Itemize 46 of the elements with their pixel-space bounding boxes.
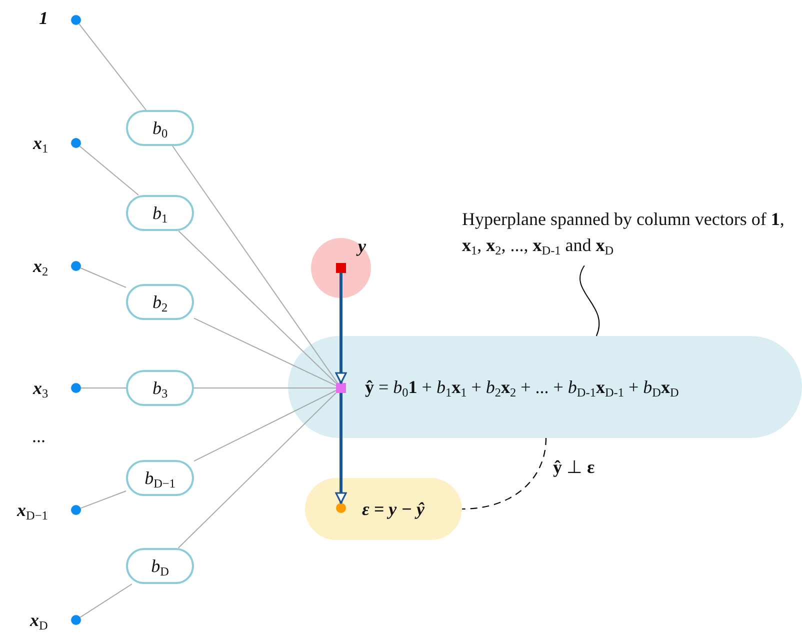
formula-text: ε = y − ŷ: [362, 498, 425, 520]
input-dot: [71, 383, 81, 393]
coefficient-pill: [126, 370, 194, 406]
input-dot: [71, 138, 81, 148]
coefficient-pill: [126, 548, 194, 584]
input-dot: [71, 15, 81, 25]
variable-label: x$_{D}$: [30, 610, 48, 630]
connector-line: [194, 318, 336, 386]
coefficient-pill: [126, 284, 194, 320]
residual-point: [336, 503, 346, 513]
coefficient-text: b$_{D−1}$: [144, 468, 176, 488]
connector-line: [178, 230, 336, 384]
connector-line: [80, 268, 126, 288]
ellipsis-label: ...: [32, 426, 46, 447]
variable-label: x$_{3}$: [33, 378, 48, 398]
connector-line: [194, 390, 336, 462]
variable-label: x$_{1}$: [33, 132, 48, 154]
input-dot: [71, 505, 81, 515]
variable-label: 1: [39, 8, 48, 28]
variable-label: x$_{D−1}$: [17, 500, 48, 520]
connector-line: [80, 490, 126, 509]
connector-line: [79, 146, 139, 196]
coefficient-text: b$_{0}$: [152, 118, 168, 138]
input-dot: [71, 615, 81, 625]
connector-line: [80, 584, 132, 618]
target-point: [336, 263, 346, 273]
coefficient-text: b$_{2}$: [152, 292, 168, 312]
variable-label: y: [358, 236, 366, 256]
coefficient-pill: [126, 110, 194, 146]
arrow: [335, 273, 347, 384]
connector-line: [78, 23, 146, 110]
coefficient-pill: [126, 460, 194, 496]
dashed-connector: [462, 438, 547, 510]
coefficient-text: b$_{1}$: [152, 202, 168, 224]
hyperplane-band: [288, 336, 802, 438]
formula-text: ŷ = b$_{0}$1 + b$_{1}$x$_{1}$ + b$_{2}$x$_{2}$ + ... + b$_{D-1}$x$_{D-1}$ + b$_{D}$x$_{D}$: [365, 376, 679, 398]
coefficient-text: b$_{3}$: [152, 378, 168, 398]
arrow: [335, 393, 347, 504]
coefficient-pill: [126, 195, 194, 231]
projection-point: [336, 383, 346, 393]
connector-line: [172, 146, 338, 384]
variable-label: x$_{2}$: [33, 256, 48, 276]
coefficient-text: b$_{D}$: [151, 556, 169, 576]
leader-line: [580, 265, 600, 336]
input-dot: [71, 261, 81, 271]
connector-line: [178, 392, 336, 548]
